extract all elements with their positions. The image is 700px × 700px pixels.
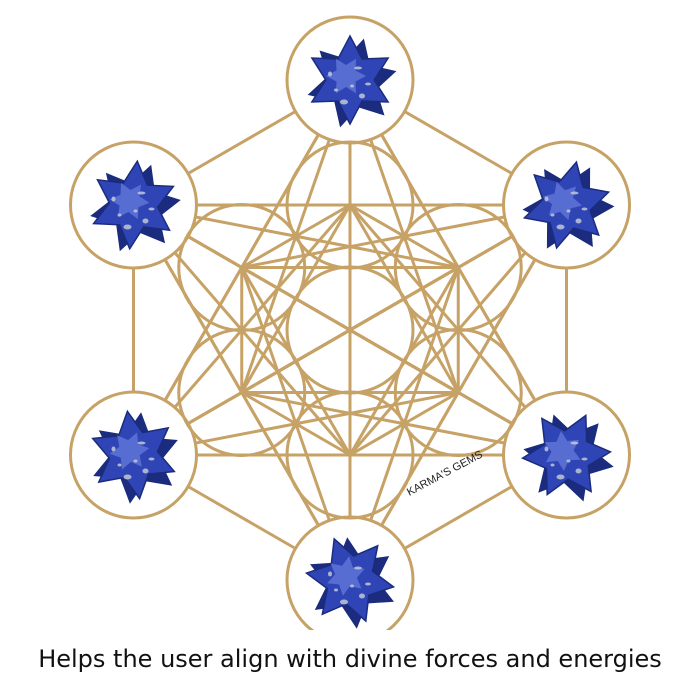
cube-line-74	[240, 266, 460, 394]
cube-circle-7	[285, 140, 415, 270]
caption: Helps the user align with divine forces …	[38, 645, 662, 673]
merkaba-star-gem-icon	[304, 537, 396, 629]
merkaba-star-gem-icon	[520, 414, 614, 502]
gem-layer	[90, 34, 615, 629]
cube-circle-10	[285, 390, 415, 520]
cube-circles	[68, 15, 632, 630]
cube-circle-12	[177, 203, 307, 332]
merkaba-star-gem-icon	[522, 160, 615, 250]
metatrons-cube-diagram	[68, 15, 632, 630]
merkaba-star-gem-icon	[91, 409, 178, 504]
cube-circle-9	[393, 328, 523, 457]
merkaba-star-gem-icon	[90, 159, 181, 252]
merkaba-star-gem-icon	[307, 34, 397, 128]
cube-lines	[131, 78, 569, 582]
